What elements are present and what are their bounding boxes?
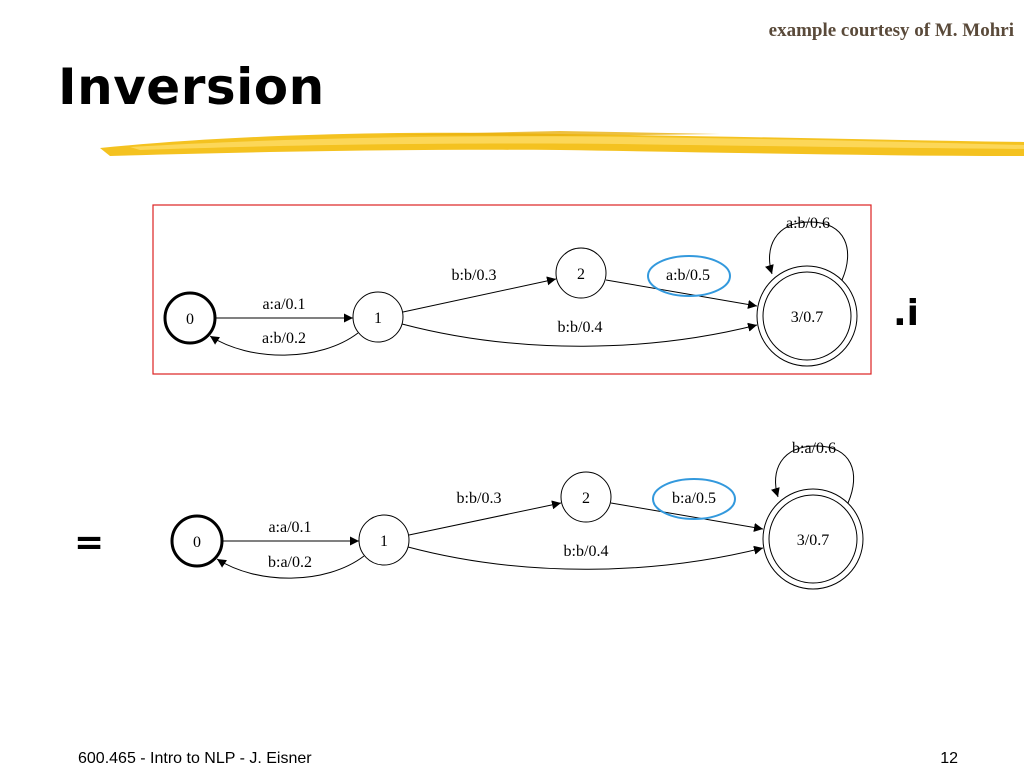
state-0-label: 0: [186, 311, 194, 328]
highlight-ellipse: [647, 255, 731, 297]
state-1: [358, 514, 410, 566]
state-3-final: [756, 265, 858, 367]
inverted-fst: 0 1 2 3/0.7 a:a/0.1 b:a/0.2 b:b/0.3 b:b/…: [170, 440, 864, 590]
arc-1-2: [402, 276, 557, 313]
arc-0-1-label: a:a/0.1: [262, 296, 305, 313]
footer-course: 600.465 - Intro to NLP - J. Eisner: [78, 750, 312, 767]
arc-2-3-label: a:b/0.5: [666, 267, 710, 284]
arc-1-0-label: a:b/0.2: [262, 330, 306, 347]
state-3-final: [762, 488, 864, 590]
arc-2-3: [605, 279, 758, 309]
footer-page-number: 12: [940, 750, 958, 767]
arc-1-3-label: b:b/0.4: [564, 543, 609, 560]
arc-3-3-loop: [771, 445, 855, 504]
state-1: [352, 291, 404, 343]
state-1-label: 1: [380, 533, 388, 550]
state-2: [555, 247, 607, 299]
arc-3-3-label: a:b/0.6: [786, 215, 830, 232]
arc-2-3: [610, 502, 764, 532]
inverse-operator: .i: [893, 293, 919, 334]
state-2-label: 2: [577, 266, 585, 283]
arc-1-2: [408, 500, 562, 536]
arc-1-3: [407, 545, 764, 570]
arc-3-3-loop: [765, 221, 849, 281]
yellow-brush-stroke: [100, 131, 1024, 156]
state-3-label: 3/0.7: [797, 532, 829, 549]
state-1-label: 1: [374, 310, 382, 327]
state-3-final-inner: [762, 271, 852, 361]
state-2: [560, 471, 612, 523]
arc-1-0: [216, 555, 365, 579]
input-fst-box: [152, 204, 872, 375]
equals-operator: =: [74, 522, 104, 563]
arc-0-1-label: a:a/0.1: [268, 519, 311, 536]
arc-2-3-label: b:a/0.5: [672, 490, 716, 507]
arc-1-2-label: b:b/0.3: [452, 267, 497, 284]
arc-1-2-label: b:b/0.3: [457, 490, 502, 507]
highlight-ellipse: [652, 478, 736, 520]
input-fst: 0 1 2 3/0.7 a:a/0.1 a:b/0.2 b:b/0.3 b:b/…: [163, 215, 858, 367]
courtesy-note: example courtesy of M. Mohri: [768, 20, 1014, 41]
arc-3-3-label: b:a/0.6: [792, 440, 836, 457]
state-3-label: 3/0.7: [791, 309, 823, 326]
arc-1-0-label: b:a/0.2: [268, 554, 312, 571]
arc-1-0: [209, 332, 359, 356]
arc-1-3: [401, 322, 758, 347]
state-2-label: 2: [582, 490, 590, 507]
arc-1-3-label: b:b/0.4: [558, 319, 603, 336]
state-0-label: 0: [193, 534, 201, 551]
slide-title: Inversion: [58, 58, 325, 116]
state-3-final-inner: [768, 494, 858, 584]
